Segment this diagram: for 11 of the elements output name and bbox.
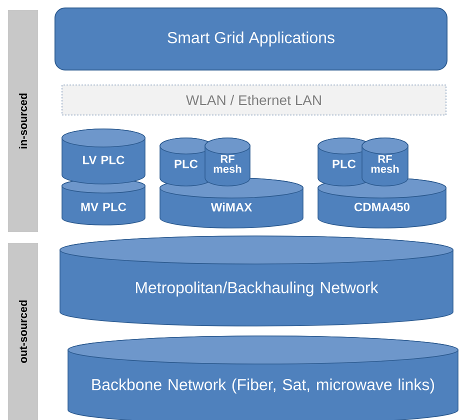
side-band: in-sourced bbox=[8, 10, 38, 232]
cylinder: Metropolitan/Backhauling Network bbox=[60, 236, 454, 326]
cylinder: Backbone Network (Fiber, Sat, microwave links) bbox=[68, 336, 458, 420]
side-band: out-sourced bbox=[8, 243, 38, 420]
cylinder: MV PLC bbox=[62, 178, 146, 226]
dashed-box: WLAN / Ethernet LAN bbox=[62, 84, 446, 116]
cylinder: RF mesh bbox=[204, 138, 250, 186]
rounded-box: Smart Grid Applications bbox=[54, 8, 448, 70]
cylinder: LV PLC bbox=[62, 128, 146, 184]
cylinder: WiMAX bbox=[160, 178, 304, 228]
cylinder: RF mesh bbox=[362, 138, 408, 186]
